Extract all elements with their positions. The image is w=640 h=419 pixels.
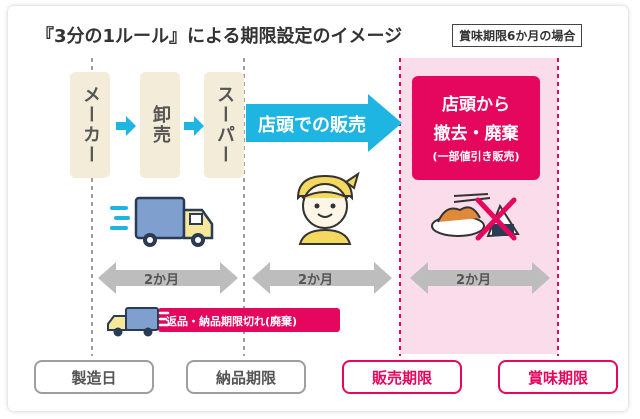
period-label-3: 2か月 <box>456 273 492 288</box>
page-title: 『3分の1ルール』による期限設定のイメージ <box>36 26 403 47</box>
label-best-before: 賞味期限 <box>498 360 618 394</box>
stage-wholesale: 卸売 <box>140 72 180 178</box>
removal-line2: 撤去・廃棄 <box>433 124 519 144</box>
arrow-right-icon <box>184 116 204 136</box>
label-delivery-limit: 納品期限 <box>186 360 306 394</box>
stage-maker-label: メーカー <box>80 85 101 165</box>
removal-line1: 店頭から <box>442 95 510 115</box>
removal-line3: (一部値引き販売) <box>432 150 520 163</box>
stage-super: スーパー <box>204 72 244 178</box>
stage-maker: メーカー <box>70 72 110 178</box>
label-sales-limit: 販売期限 <box>342 360 462 394</box>
period-arrow-2 <box>252 262 392 294</box>
period-arrow-3 <box>410 262 550 294</box>
return-banner <box>158 308 340 332</box>
period-label-2: 2か月 <box>298 273 334 288</box>
note-box: 賞味期限6か月の場合 <box>452 24 583 47</box>
arrow-right-icon <box>116 116 136 136</box>
store-sales-arrow <box>246 94 402 152</box>
period-arrow-1 <box>98 262 238 294</box>
return-truck-icon <box>107 307 170 337</box>
diagram-card: 『3分の1ルール』による期限設定のイメージ 賞味期限6か月の場合 メーカー 卸売… <box>8 6 628 411</box>
truck-icon <box>110 196 214 247</box>
return-label: 返品・納品期限切れ(廃棄) <box>166 315 298 328</box>
period-label-1: 2か月 <box>144 273 180 288</box>
discarded-food-icon <box>431 193 520 241</box>
stage-wholesale-label: 卸売 <box>150 105 171 145</box>
store-sales-label: 店頭での販売 <box>258 115 366 136</box>
removal-box: 店頭から 撤去・廃棄 (一部値引き販売) <box>412 76 540 180</box>
stage-super-label: スーパー <box>214 85 235 165</box>
shop-clerk-icon <box>296 171 360 245</box>
label-manufacture-date: 製造日 <box>34 360 154 394</box>
